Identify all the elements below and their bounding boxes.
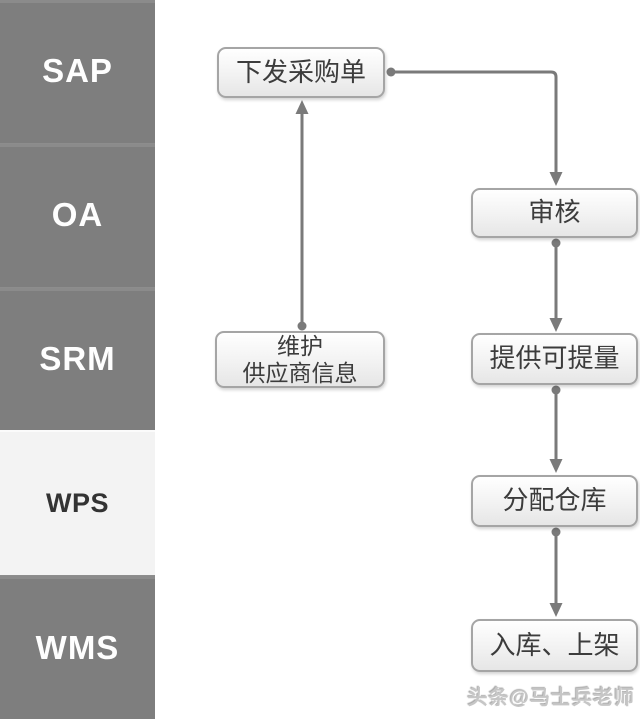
flow-node-maintain-supplier-info: 维护 供应商信息 xyxy=(215,331,385,388)
flow-node-label: 分配仓库 xyxy=(502,485,607,516)
lane-sap-label: SAP xyxy=(42,52,113,90)
lane-wps-label: WPS xyxy=(45,488,109,519)
system-lane-sidebar: SAP OA SRM WPS WMS xyxy=(0,0,155,719)
lane-srm-label: SRM xyxy=(39,339,116,377)
lane-wms: WMS xyxy=(0,575,155,719)
edge-review-to-available-qty xyxy=(549,238,563,332)
edge-maintain-supplier-to-issue-po xyxy=(295,100,309,331)
edge-issue-po-to-review xyxy=(386,67,563,186)
lane-wps: WPS xyxy=(0,430,155,576)
flow-node-label-line1: 维护 xyxy=(277,333,323,360)
lane-sap: SAP xyxy=(0,0,155,143)
flow-node-assign-warehouse: 分配仓库 xyxy=(471,475,638,527)
lane-wms-label: WMS xyxy=(35,628,120,666)
flow-node-review: 审核 xyxy=(471,188,638,238)
flow-node-provide-available-quantity: 提供可提量 xyxy=(471,333,638,385)
flow-node-label: 审核 xyxy=(528,197,581,228)
flow-node-label: 入库、上架 xyxy=(489,629,620,660)
watermark-text: 头条@马士兵老师 xyxy=(467,687,635,709)
flow-node-label: 提供可提量 xyxy=(489,343,620,374)
flow-node-issue-purchase-order: 下发采购单 xyxy=(217,47,385,98)
lane-oa-label: OA xyxy=(51,196,104,234)
flow-node-inbound-and-shelve: 入库、上架 xyxy=(471,619,638,672)
edge-available-qty-to-assign-warehouse xyxy=(549,385,563,473)
lane-srm: SRM xyxy=(0,286,155,431)
flow-node-label: 下发采购单 xyxy=(235,56,366,87)
lane-oa: OA xyxy=(0,142,155,287)
edge-assign-warehouse-to-inbound-shelve xyxy=(549,527,563,617)
flow-node-label-line2: 供应商信息 xyxy=(242,359,358,386)
